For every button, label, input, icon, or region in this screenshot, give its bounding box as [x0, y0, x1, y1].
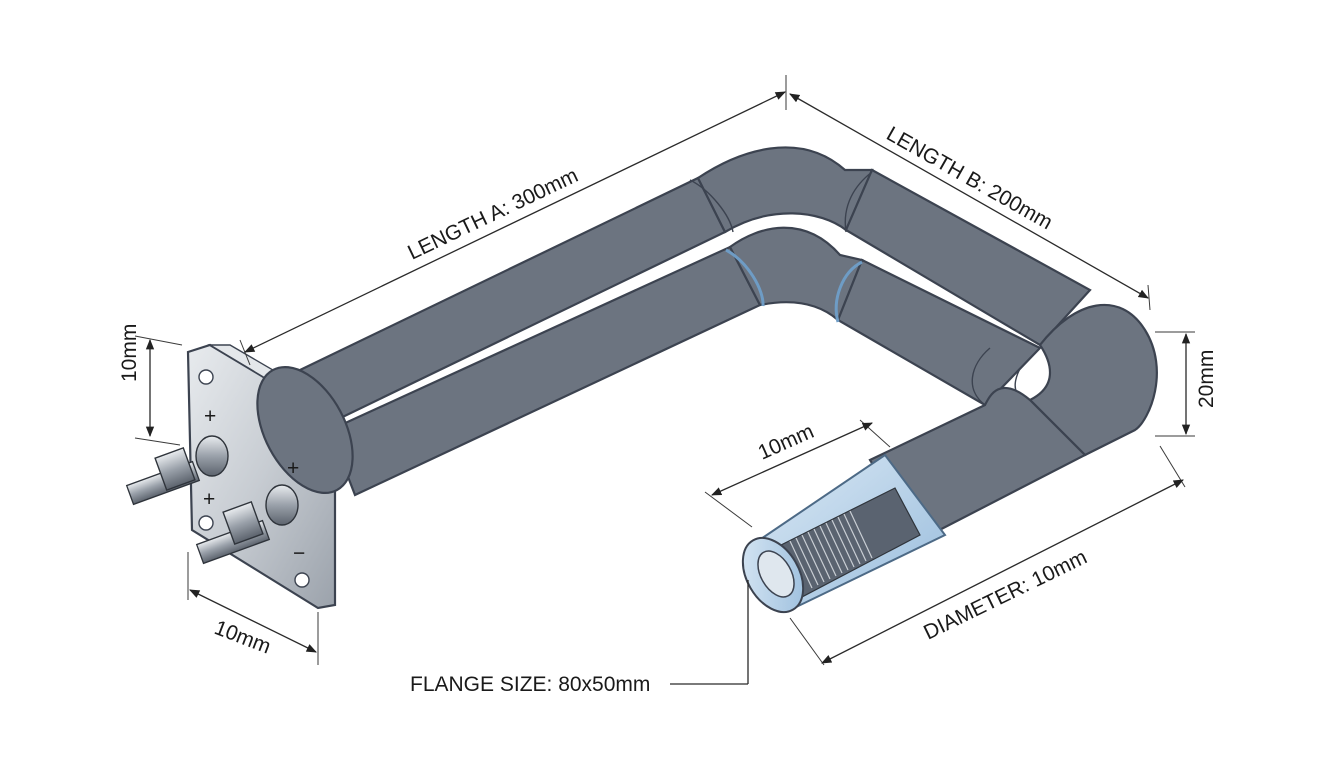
dimension-left-height: 10mm — [118, 324, 183, 446]
dimension-right-height: 20mm — [1155, 331, 1218, 437]
diameter-label: DIAMETER: 10mm — [920, 546, 1091, 645]
terminal-lower — [195, 484, 299, 565]
callout-flange-size: FLANGE SIZE: 80x50mm — [410, 580, 749, 696]
terminal-plus-label: + — [204, 405, 216, 428]
bolt-hole — [294, 572, 310, 588]
flange-size-label: FLANGE SIZE: 80x50mm — [410, 673, 650, 696]
left-height-label: 10mm — [118, 324, 141, 382]
bolt-hole — [198, 515, 214, 531]
flange-width-label: 10mm — [211, 616, 274, 658]
right-height-label: 20mm — [1195, 350, 1218, 408]
end-length-label: 10mm — [755, 420, 818, 465]
terminal-minus-label: − — [293, 542, 305, 565]
terminal-plus-label: + — [203, 488, 215, 511]
terminal-upper — [125, 435, 229, 506]
terminal-plus-label: + — [287, 457, 299, 480]
bolt-hole — [198, 369, 214, 385]
right-return-bend — [1014, 303, 1158, 457]
